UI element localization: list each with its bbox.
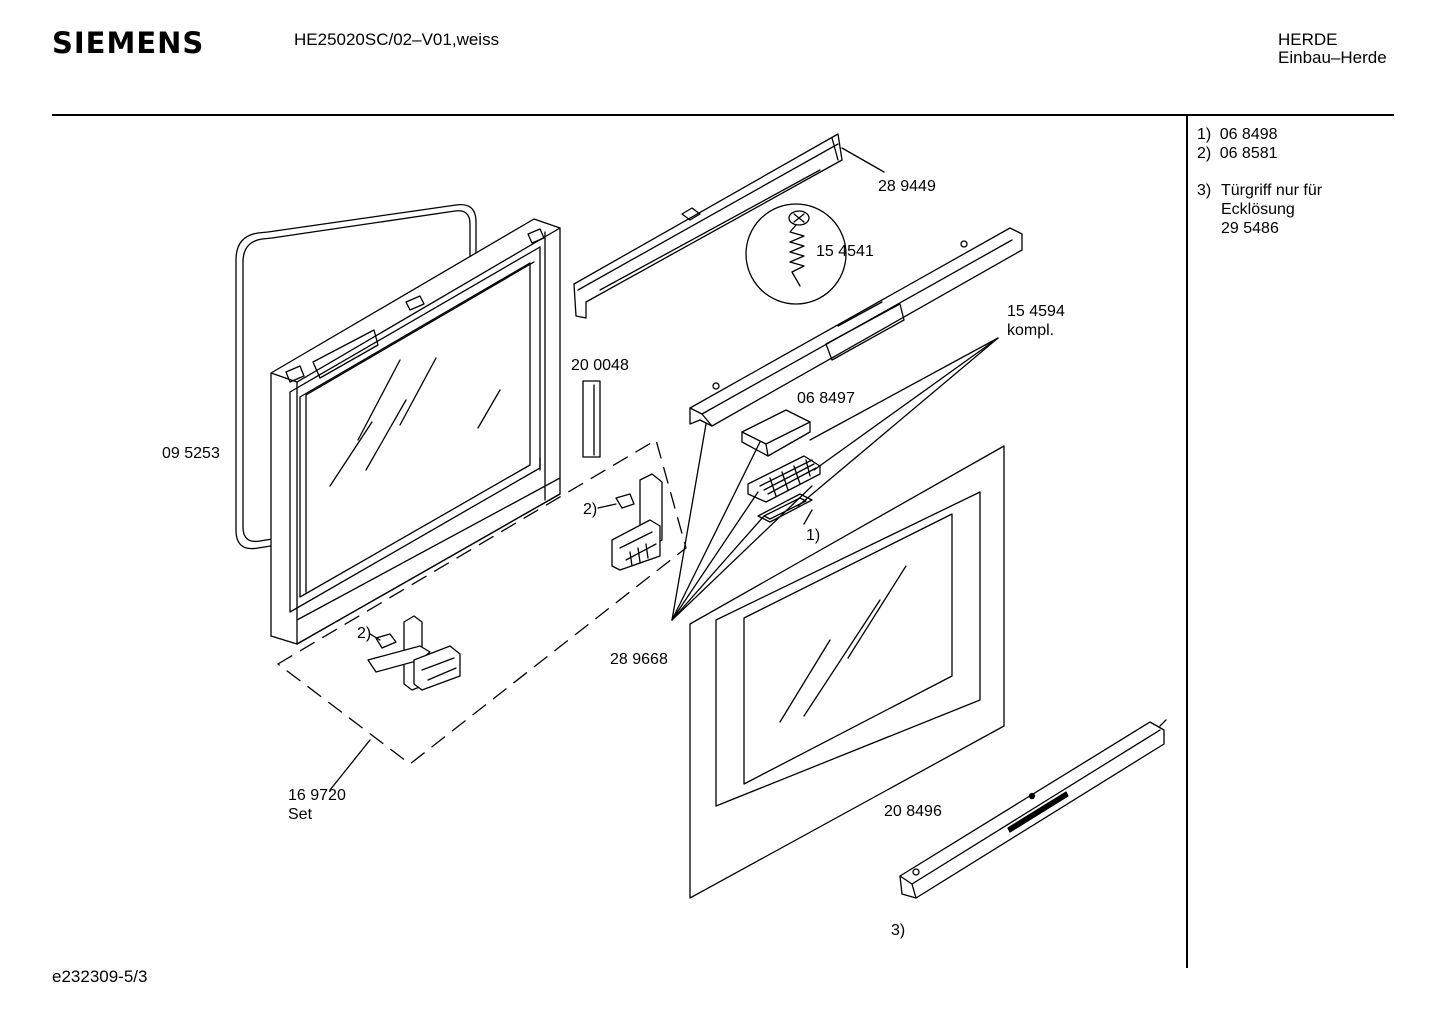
insert-strip-drawing [582,380,601,458]
label-frame-assembly: 28 9668 [610,651,668,668]
note-1: 1) 06 8498 [1197,125,1278,144]
drawing-id: e232309-5/3 [52,967,148,986]
note-1-marker: 1) [1197,126,1212,143]
header-divider [52,114,1394,116]
exploded-parts-drawing [235,133,1167,899]
label-screw: 15 4541 [816,243,874,260]
note-3-line-2: Ecklösung [1221,201,1295,218]
label-insert: 20 0048 [571,357,629,374]
hinge-set-leader [329,739,371,791]
clip-drawing [741,409,811,457]
label-outer-glass: 20 8496 [884,803,942,820]
note-1-text: 06 8498 [1219,126,1278,143]
hinge-right-drawing [611,473,663,571]
frame-assembly-leaders [671,423,813,621]
hinge-set-outline [277,439,687,765]
note-3-line-3: 29 5486 [1221,220,1279,237]
label-trim-kit-number: 15 4594 [1007,303,1065,320]
inner-door-frame-drawing [270,218,561,645]
brand-logo: SIEMENS [52,26,205,60]
label-handle-note: 3) [891,922,906,939]
note-2-text: 06 8581 [1219,145,1278,162]
label-hinge-set-number: 16 9720 [288,787,346,804]
note-2-marker: 2) [1197,145,1212,162]
label-vent-note: 1) [806,527,821,544]
label-frame-strip: 28 9449 [878,178,936,195]
label-hinge-note-left: 2) [357,625,372,642]
label-hinge-set-word: Set [288,806,313,823]
label-seal: 09 5253 [162,445,220,462]
note-3-line-1: Türgriff nur für [1221,182,1323,199]
category-title: HERDE [1278,30,1338,49]
hinge-left-drawing [367,615,461,691]
screw-detail-drawing [745,203,847,305]
label-clip: 06 8497 [797,390,855,407]
vent-grille-drawing [747,455,821,503]
vent-seal-drawing [757,493,813,523]
category-subtitle: Einbau–Herde [1278,48,1387,67]
notes-divider [1186,116,1188,968]
frame-strip-drawing [573,133,843,319]
label-trim-kit-kompl: kompl. [1007,322,1055,339]
trim-kit-leaders [797,337,999,507]
label-hinge-note-right: 2) [583,501,598,518]
model-number: HE25020SC/02–V01,weiss [294,30,500,49]
note-2: 2) 06 8581 [1197,144,1278,163]
note-3-marker: 3) [1197,182,1212,199]
top-trim-bar-drawing [689,227,1023,427]
door-handle-drawing [899,719,1167,899]
outer-glass-drawing [689,445,1005,899]
